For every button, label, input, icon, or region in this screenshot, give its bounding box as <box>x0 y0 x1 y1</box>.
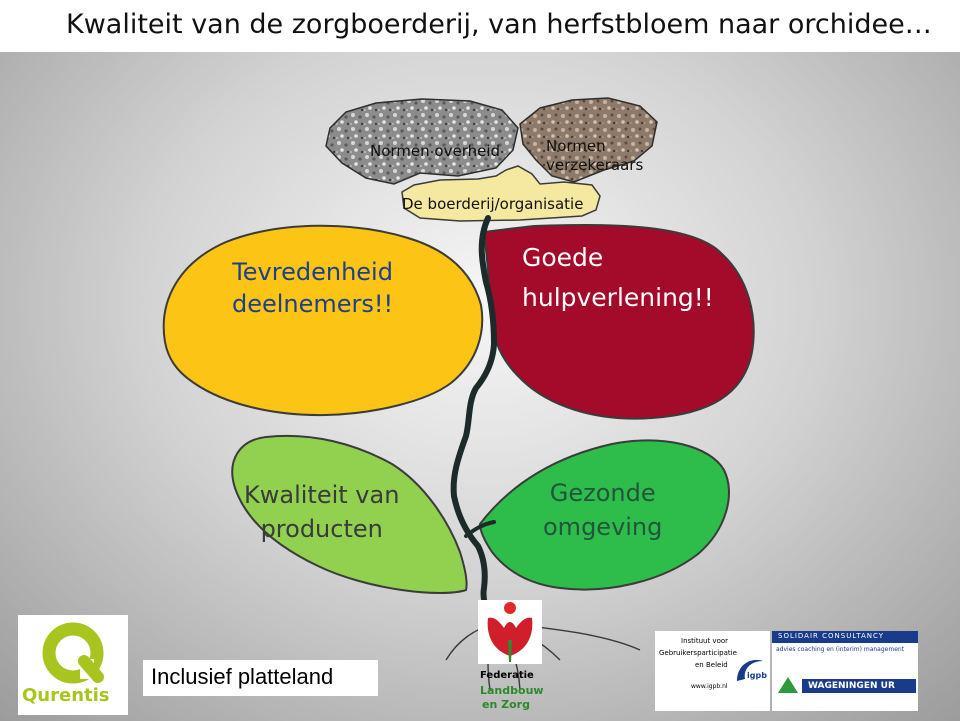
igpb-line-4: www.igpb.nl <box>691 683 728 690</box>
igpb-logo: Instituut voor Gebruikersparticipatie en… <box>655 631 770 711</box>
igpb-mark: igpb <box>747 671 767 680</box>
igpb-line-3: en Beleid <box>695 661 728 669</box>
wageningen-title: WAGENINGEN UR <box>808 681 895 691</box>
label-gezonde-omgeving: Gezonde omgeving <box>543 479 663 541</box>
qurentis-logo: Qurentis <box>18 615 128 715</box>
title-bar: Kwaliteit van de zorgboerderij, van herf… <box>0 0 960 52</box>
footer-text: Inclusief platteland <box>151 664 334 689</box>
label-boerderij-organisatie: De boerderij/organisatie <box>402 195 584 213</box>
label-tevredenheid: Tevredenheid deelnemers!! <box>232 258 394 318</box>
solidair-title: SOLIDAIR CONSULTANCY <box>778 632 885 640</box>
petal-lime <box>231 434 468 594</box>
federatie-line-3: en Zorg <box>482 698 530 711</box>
farm-blob <box>401 165 601 222</box>
stone-normen-verzekeraars <box>519 97 658 183</box>
petal-green <box>478 439 730 591</box>
stem-branch-green <box>464 520 496 538</box>
slide-title: Kwaliteit van de zorgboerderij, van herf… <box>66 9 932 40</box>
stem <box>450 215 497 623</box>
solidair-banner: SOLIDAIR CONSULTANCY <box>772 631 918 643</box>
solidair-subtitle: advies coaching en (interim) management <box>776 646 905 653</box>
label-normen-overheid: Normen overheid <box>370 142 501 160</box>
wageningen-box: WAGENINGEN UR <box>802 679 916 693</box>
label-normen-verzekeraars: Normen verzekeraars <box>546 137 644 174</box>
petal-yellow <box>162 224 484 417</box>
footer-text-box <box>143 660 378 696</box>
wageningen-leaf-icon <box>778 677 798 693</box>
qurentis-wordmark: Qurentis <box>22 685 110 706</box>
solidair-wageningen-logo: SOLIDAIR CONSULTANCY advies coaching en … <box>772 631 918 711</box>
stone-normen-overheid <box>325 98 519 185</box>
igpb-line-1: Instituut voor <box>681 637 729 645</box>
label-kwaliteit-producten: Kwaliteit van producten <box>244 481 400 543</box>
tulip-icon <box>478 600 542 664</box>
label-hulpverlening: Goede hulpverlening!! <box>522 243 714 312</box>
igpb-swirl-icon <box>737 659 763 681</box>
qurentis-mark-icon <box>42 622 104 684</box>
federatie-line-1: Federatie <box>480 670 534 681</box>
federatie-logo: Federatie Landbouw en Zorg <box>478 600 544 714</box>
roots <box>445 621 641 691</box>
igpb-line-2: Gebruikersparticipatie <box>659 649 737 657</box>
federatie-line-2: Landbouw <box>480 684 544 697</box>
